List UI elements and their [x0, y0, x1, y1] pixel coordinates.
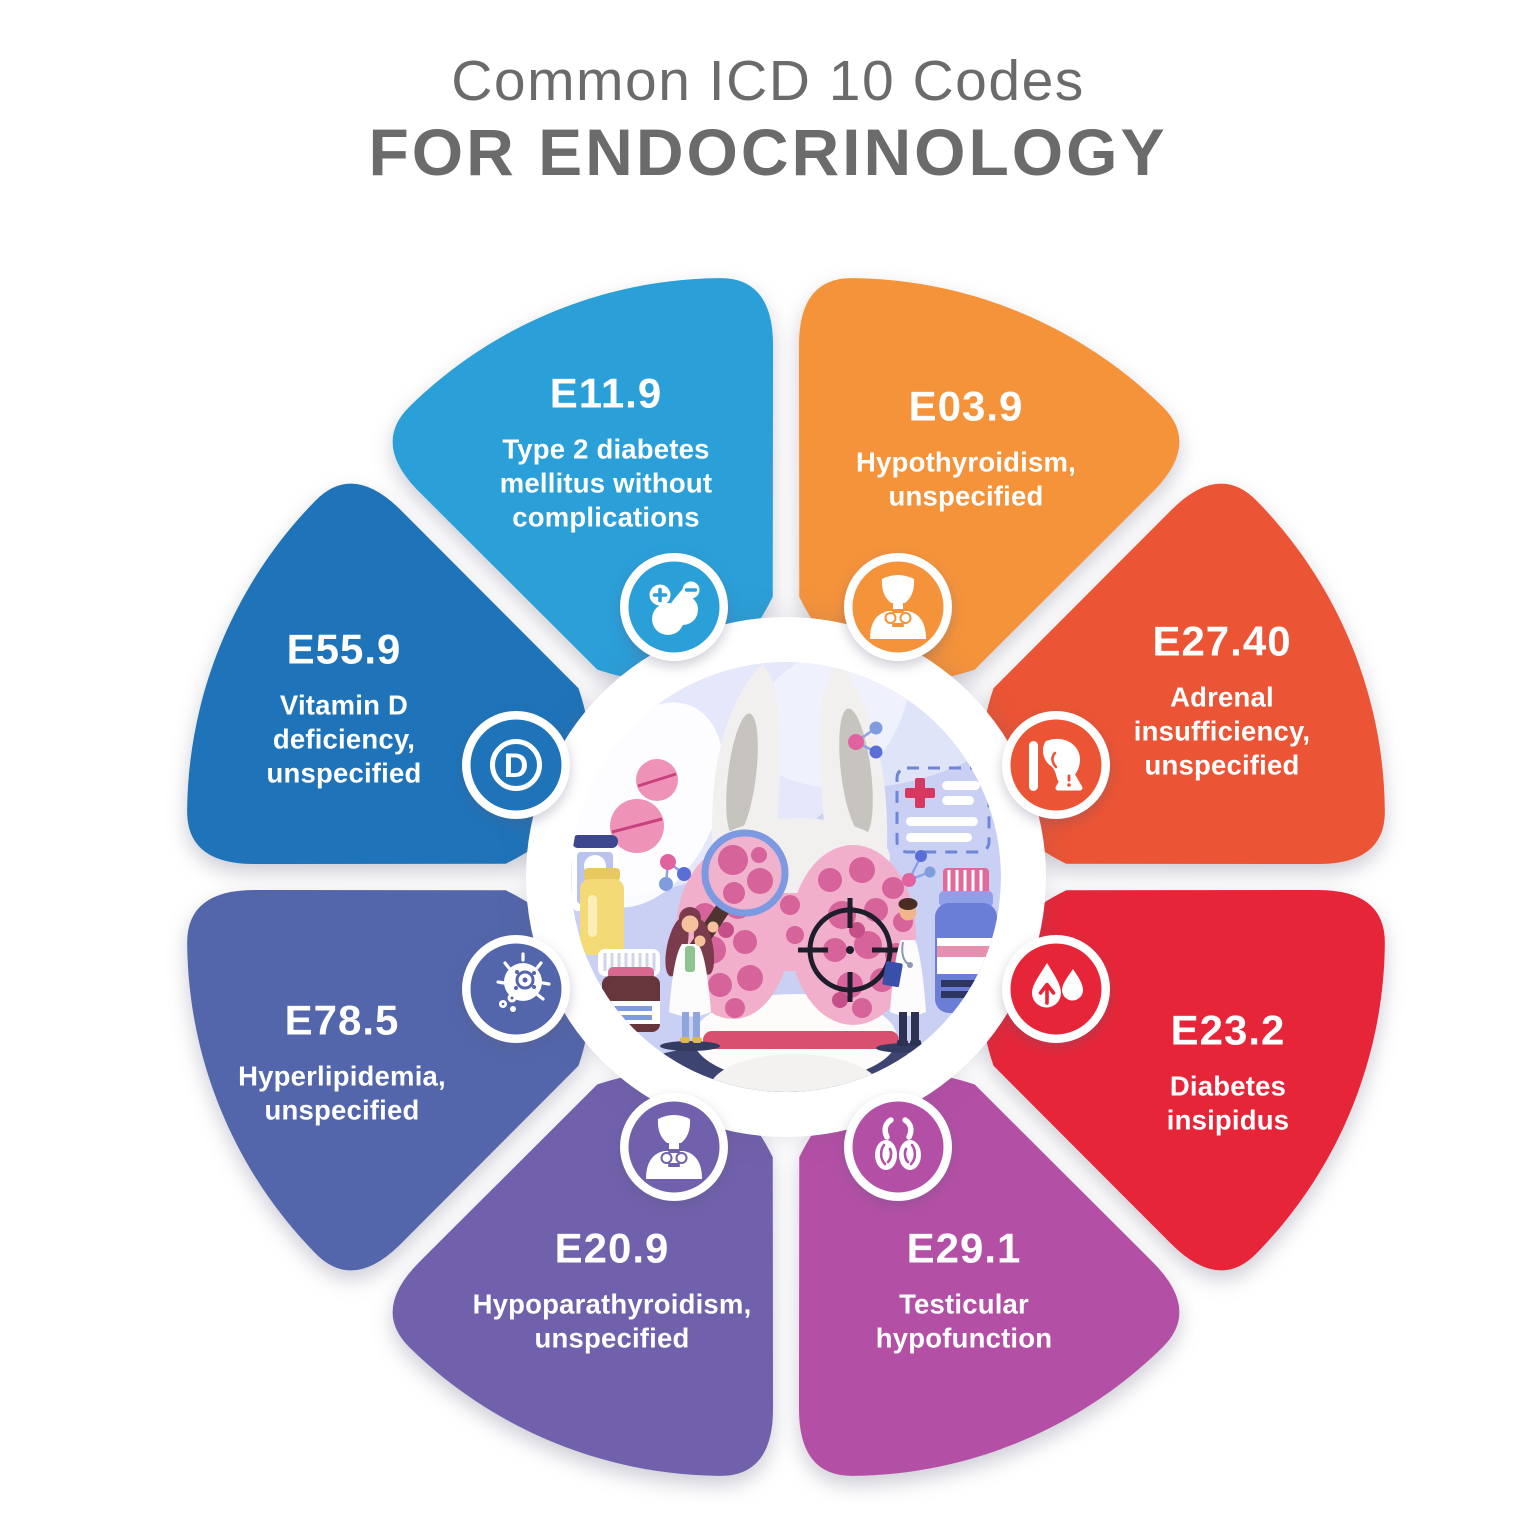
segment-label-e78-5: E78.5 Hyperlipidemia, unspecified	[216, 996, 468, 1127]
molecule	[659, 854, 691, 891]
testes-icon	[844, 1093, 952, 1201]
segment-code: E03.9	[908, 382, 1024, 430]
prescription-card	[895, 766, 991, 854]
insulin-cells-icon	[620, 553, 728, 661]
molecule	[848, 721, 883, 759]
center-illustration	[571, 662, 1001, 1092]
segment-description: Adrenal insufficiency, unspecified	[1133, 681, 1311, 781]
segment-label-e03-9: E03.9 Hypothyroidism, unspecified	[835, 382, 1097, 513]
segment-code: E55.9	[286, 625, 402, 673]
target-crosshair-icon	[798, 898, 902, 1002]
segment-description: Hypothyroidism, unspecified	[856, 446, 1076, 512]
segment-description: Hypoparathyroidism, unspecified	[472, 1288, 752, 1354]
figure-shadow	[660, 1041, 720, 1051]
segment-label-e27-40: E27.40 Adrenal insufficiency, unspecifie…	[1108, 617, 1336, 782]
segment-label-e20-9: E20.9 Hypoparathyroidism, unspecified	[456, 1224, 768, 1355]
segment-label-e29-1: E29.1 Testicular hypofunction	[858, 1224, 1070, 1355]
segment-label-e23-2: E23.2 Diabetes insipidus	[1142, 1006, 1314, 1137]
segment-code: E29.1	[906, 1224, 1022, 1272]
segment-description: Vitamin D deficiency, unspecified	[266, 689, 422, 789]
segment-code: E27.40	[1152, 617, 1292, 665]
segment-description: Diabetes insipidus	[1166, 1070, 1290, 1136]
segment-label-e55-9: E55.9 Vitamin D deficiency, unspecified	[250, 625, 438, 790]
urine-drops-icon	[1002, 935, 1110, 1043]
segment-code: E20.9	[554, 1224, 670, 1272]
title-line-2: FOR ENDOCRINOLOGY	[368, 114, 1168, 189]
thyroid-person-icon	[844, 553, 952, 661]
parathyroid-person-icon	[620, 1093, 728, 1201]
segment-code: E23.2	[1170, 1006, 1286, 1054]
segment-code: E78.5	[284, 996, 400, 1044]
segment-description: Testicular hypofunction	[875, 1288, 1053, 1354]
segment-code: E11.9	[549, 369, 663, 417]
vitamin-d-icon: D	[462, 711, 570, 819]
title-line-1: Common ICD 10 Codes	[451, 49, 1085, 113]
segment-description: Hyperlipidemia, unspecified	[238, 1060, 446, 1126]
molecule	[902, 850, 936, 887]
vitamin-d-letter: D	[504, 747, 529, 785]
male-doctor-figure	[882, 898, 926, 1046]
segment-icons: D	[462, 553, 1110, 1201]
lipid-cell-icon	[462, 935, 570, 1043]
adrenal-warning-icon	[1002, 711, 1110, 819]
yellow-bottle	[580, 868, 624, 955]
segment-description: Type 2 diabetes mellitus without complic…	[499, 433, 713, 533]
segment-label-e11-9: E11.9 Type 2 diabetes mellitus without c…	[475, 369, 737, 534]
page-title: Common ICD 10 Codes FOR ENDOCRINOLOGY	[0, 49, 1536, 189]
female-doctor-figure	[665, 907, 719, 1043]
medical-cross-icon	[905, 778, 935, 808]
